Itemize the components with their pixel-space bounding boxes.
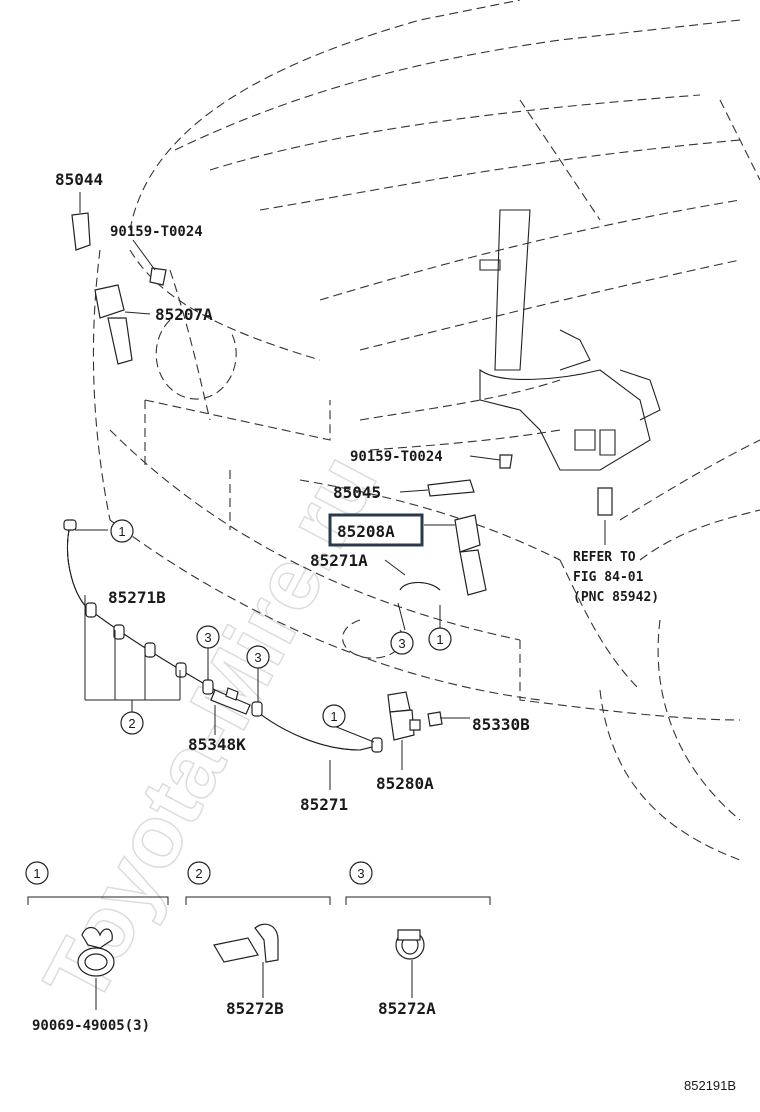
label-85271[interactable]: 85271 bbox=[300, 795, 348, 814]
diagram-code: 852191B bbox=[684, 1078, 736, 1093]
legend-part-85272b[interactable]: 85272B bbox=[226, 999, 284, 1018]
reference-note-line-3: (PNC 85942) bbox=[573, 590, 659, 605]
washer-pump bbox=[387, 691, 443, 741]
legend-marker-3: 3 bbox=[357, 866, 364, 881]
callout-2-a: 2 bbox=[128, 716, 135, 731]
label-85330b[interactable]: 85330B bbox=[472, 715, 530, 734]
washer-hoses bbox=[63, 519, 441, 753]
callout-3-a: 3 bbox=[204, 630, 211, 645]
legend-marker-1: 1 bbox=[33, 866, 40, 881]
label-85271b[interactable]: 85271B bbox=[108, 588, 166, 607]
leader-lines bbox=[75, 192, 606, 790]
reference-note-line-2: FIG 84-01 bbox=[573, 570, 644, 585]
label-85045[interactable]: 85045 bbox=[333, 483, 381, 502]
label-90159-t0024-top[interactable]: 90159-T0024 bbox=[110, 224, 203, 240]
callout-3-c: 3 bbox=[398, 636, 405, 651]
clamp-85272b-icon bbox=[213, 923, 279, 963]
legend-marker-2: 2 bbox=[195, 866, 202, 881]
callout-1-a: 1 bbox=[118, 524, 125, 539]
legend-part-85272a[interactable]: 85272A bbox=[378, 999, 436, 1018]
clamp-85272a-icon bbox=[395, 929, 425, 960]
legend-part-90069-49005[interactable]: 90069-49005(3) bbox=[32, 1018, 150, 1034]
left-washer-nozzle bbox=[71, 212, 167, 365]
callout-markers: 1 2 3 3 1 3 1 bbox=[110, 519, 452, 735]
callout-1-b: 1 bbox=[330, 709, 337, 724]
washer-tank bbox=[479, 209, 661, 516]
part-labels: 85044 90159-T0024 85207A 90159-T0024 850… bbox=[55, 170, 659, 814]
vehicle-body-outline bbox=[92, 0, 760, 861]
label-85044[interactable]: 85044 bbox=[55, 170, 103, 189]
label-90159-t0024-mid[interactable]: 90159-T0024 bbox=[350, 449, 443, 465]
callout-3-b: 3 bbox=[254, 650, 261, 665]
reference-note-line-1: REFER TO bbox=[573, 550, 636, 565]
callout-1-c: 1 bbox=[436, 632, 443, 647]
label-85208a[interactable]: 85208A bbox=[337, 522, 395, 541]
legend-section: 1 2 3 90069-49005(3) 85272B 85272A bbox=[25, 861, 491, 1034]
clip-90069-icon bbox=[77, 926, 115, 977]
label-85280a[interactable]: 85280A bbox=[376, 774, 434, 793]
label-85207a[interactable]: 85207A bbox=[155, 305, 213, 324]
highlight-box-85208a bbox=[328, 513, 424, 547]
right-washer-nozzle bbox=[427, 454, 513, 596]
label-85348k[interactable]: 85348K bbox=[188, 735, 246, 754]
label-85271a[interactable]: 85271A bbox=[310, 551, 368, 570]
